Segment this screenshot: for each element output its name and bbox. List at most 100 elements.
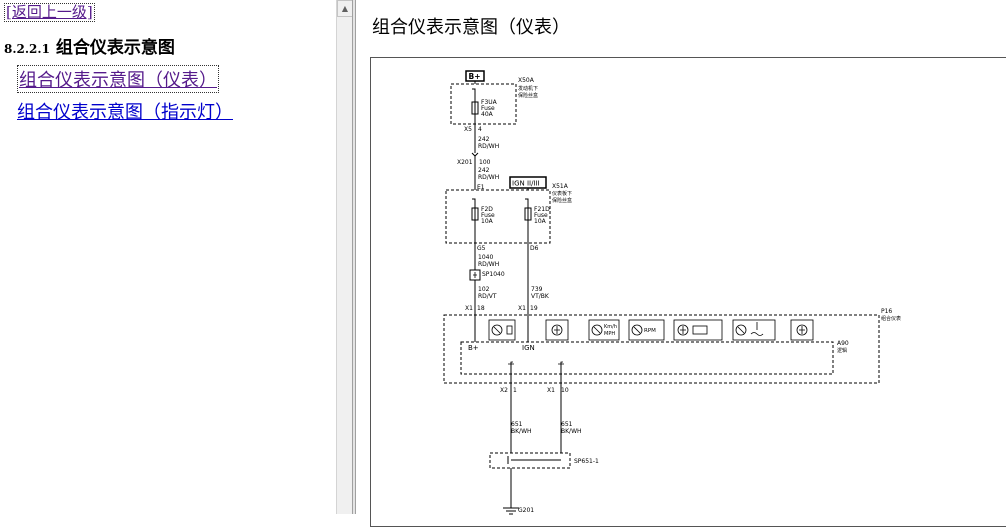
f3ua-label: F3UA [481, 99, 498, 106]
f3ua-rating: 40A [481, 111, 494, 118]
wire-number: 651 [511, 421, 523, 428]
x51a-fuse-box [445, 189, 551, 244]
f21d-rating: 10A [534, 218, 547, 225]
f2d-label: F2D [481, 206, 493, 213]
coolant-temp-icon [750, 322, 764, 336]
speedometer-box [588, 319, 620, 341]
terminal-mark [472, 198, 476, 202]
wiring-diagram: B+ X50A 发动机下 保险丝盒 F3UA Fuse 40A X5 4 242… [370, 57, 1006, 527]
extra-gauge-box [790, 319, 814, 341]
wire-number: 102 [478, 286, 490, 293]
section-number: 8.2.2.1 [4, 42, 50, 56]
connector-label: X2 [500, 387, 508, 394]
connector-label: X201 [457, 159, 473, 166]
sp1040-label: SP1040 [482, 271, 505, 278]
wire-color: BK/WH [561, 428, 582, 435]
g5-label: G5 [477, 245, 486, 252]
section-heading: 8.2.2.1 组合仪表示意图 [4, 33, 175, 58]
p16-label: P16 [881, 308, 892, 315]
wire-color: BK/WH [511, 428, 532, 435]
p16-cluster-box [443, 314, 880, 384]
connector-label: X1 [465, 305, 473, 312]
pin-label: 18 [477, 305, 485, 312]
wire-number: 242 [478, 136, 490, 143]
fuel-pump-icon [506, 325, 513, 335]
f2d-type: Fuse [481, 212, 495, 219]
left-frame-scrollbar[interactable]: ▲ [336, 0, 353, 514]
sp651-label: SP651-1 [574, 458, 599, 465]
bplus-input-label: B+ [468, 344, 479, 352]
x51a-desc: 仪表板下 [552, 190, 572, 197]
f2d-rating: 10A [481, 218, 494, 225]
battery-gauge-box [673, 319, 723, 341]
gauge-dial-icon [551, 324, 563, 336]
gauge-dial-icon [491, 324, 503, 336]
navigation-frame: [返回上一级] 8.2.2.1 组合仪表示意图 组合仪表示意图（仪表） 组合仪表… [0, 0, 336, 514]
page-title: 组合仪表示意图（仪表） [372, 17, 570, 38]
f3ua-type: Fuse [481, 105, 495, 112]
x51a-label: X51A [552, 183, 569, 190]
toc-link-indicators[interactable]: 组合仪表示意图（指示灯） [17, 102, 233, 123]
rpm-label: RPM [644, 328, 656, 334]
pin-label: 100 [479, 159, 491, 166]
pin-label: 19 [530, 305, 538, 312]
wire-number: 651 [561, 421, 573, 428]
tachometer-box [628, 319, 665, 341]
g201-label: G201 [518, 507, 534, 514]
wire-number: 242 [478, 167, 490, 174]
wire-number: 1040 [478, 254, 493, 261]
terminal-mark [525, 198, 529, 202]
section-title: 组合仪表示意图 [55, 38, 175, 58]
gauge-needle [633, 326, 641, 334]
wire-color: RD/WH [478, 143, 499, 150]
p16-desc: 组合仪表 [881, 315, 901, 322]
content-frame: 组合仪表示意图（仪表） B+ X50A 发动机下 保险丝盒 F3UA Fuse … [356, 0, 1006, 527]
wiring-diagram-svg: B+ X50A 发动机下 保险丝盒 F3UA Fuse 40A X5 4 242… [443, 70, 901, 515]
ign-source-label: IGN II/III [512, 180, 540, 188]
ign-input-label: IGN [522, 344, 535, 352]
wire-color: VT/BK [531, 293, 550, 300]
pin-label: 4 [478, 126, 482, 133]
speedometer-dial-icon [591, 324, 603, 336]
gauge-dial-icon [677, 324, 689, 336]
wire-number: 739 [531, 286, 543, 293]
pin-label: 10 [561, 387, 569, 394]
fuel-gauge-box [488, 319, 516, 341]
back-link[interactable]: [返回上一级] [4, 3, 95, 22]
scroll-up-arrow-icon[interactable]: ▲ [337, 0, 353, 17]
x50a-label: X50A [518, 77, 535, 84]
wire-color: RD/WH [478, 174, 499, 181]
connector-label: X1 [518, 305, 526, 312]
connector-label: X1 [547, 387, 555, 394]
f21d-type: Fuse [534, 212, 548, 219]
wire-color: RD/VT [478, 293, 497, 300]
battery-icon [692, 325, 708, 335]
coolant-gauge-box [732, 319, 776, 341]
terminal-mark [472, 88, 476, 92]
tachometer-dial-icon [631, 324, 643, 336]
x51a-desc: 保险丝盒 [552, 197, 572, 204]
frame-divider[interactable] [352, 0, 356, 514]
gauge-dial-icon [796, 324, 808, 336]
gauge-needle [493, 326, 501, 334]
a90-label: A90 [837, 340, 849, 347]
splice-sp651-box [489, 452, 571, 469]
ground-g201-icon [503, 507, 519, 515]
d6-label: D6 [530, 245, 539, 252]
x50a-fuse-box [450, 83, 517, 125]
x50a-desc: 发动机下 [518, 85, 538, 92]
bplus-source-label: B+ [469, 72, 481, 81]
toc-link-gauges[interactable]: 组合仪表示意图（仪表） [17, 65, 219, 93]
a90-desc: 逻辑 [837, 347, 847, 354]
x50a-desc: 保险丝盒 [518, 92, 538, 99]
gauge-needle [737, 326, 745, 334]
a90-logic-box [460, 341, 834, 375]
connector-label: X5 [464, 126, 472, 133]
temp-gauge-box [545, 319, 569, 341]
f21d-label: F21D [534, 206, 550, 213]
pin-label: 1 [513, 387, 517, 394]
speed-unit-label: Km/h [604, 324, 617, 330]
splice-mark [473, 272, 477, 278]
gauge-mark [554, 326, 560, 334]
gauge-needle [593, 326, 601, 334]
